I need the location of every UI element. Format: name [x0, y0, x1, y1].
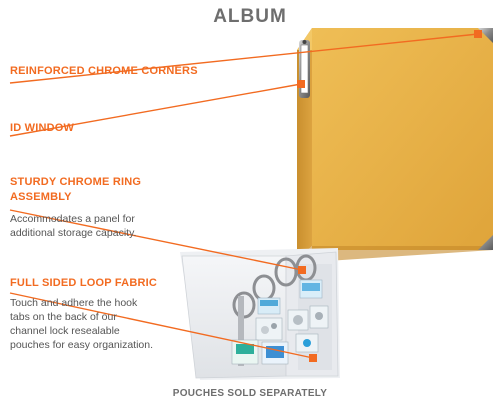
callout-fabric-label: FULL SIDED LOOP FABRIC [10, 277, 158, 289]
callout-fabric-desc-line1: Touch and adhere the hook [10, 297, 138, 309]
callout-id-window-label: ID WINDOW [10, 122, 75, 134]
pouches [231, 279, 329, 365]
callout-fabric-desc-line4: pouches for easy organization. [10, 339, 154, 351]
callout-ring-label-line2: ASSEMBLY [10, 191, 72, 203]
callout-corners-label: REINFORCED CHROME CORNERS [10, 65, 198, 77]
chrome-corner-bottom [478, 235, 493, 250]
pouches-note: POUCHES SOLD SEPARATELY [172, 388, 328, 399]
callout-fabric-desc-line2: tabs on the back of our [10, 311, 117, 323]
closed-album [297, 28, 493, 262]
callout-marker-fabric [309, 354, 317, 362]
callout-ring-label-line1: STURDY CHROME RING [10, 176, 142, 188]
page-title: ALBUM [213, 6, 287, 27]
callout-ring-desc-line1: Accommodates a panel for [10, 213, 135, 225]
callout-marker-corners [474, 30, 482, 38]
callout-lines [9, 33, 479, 359]
callout-marker-id-window [297, 80, 305, 88]
callout-marker-ring [298, 266, 306, 274]
callout-fabric-desc-line3: channel lock resealable [10, 325, 120, 337]
callout-ring-desc-line2: additional storage capacity. [10, 227, 137, 239]
id-window [299, 40, 310, 98]
open-album [180, 248, 340, 380]
